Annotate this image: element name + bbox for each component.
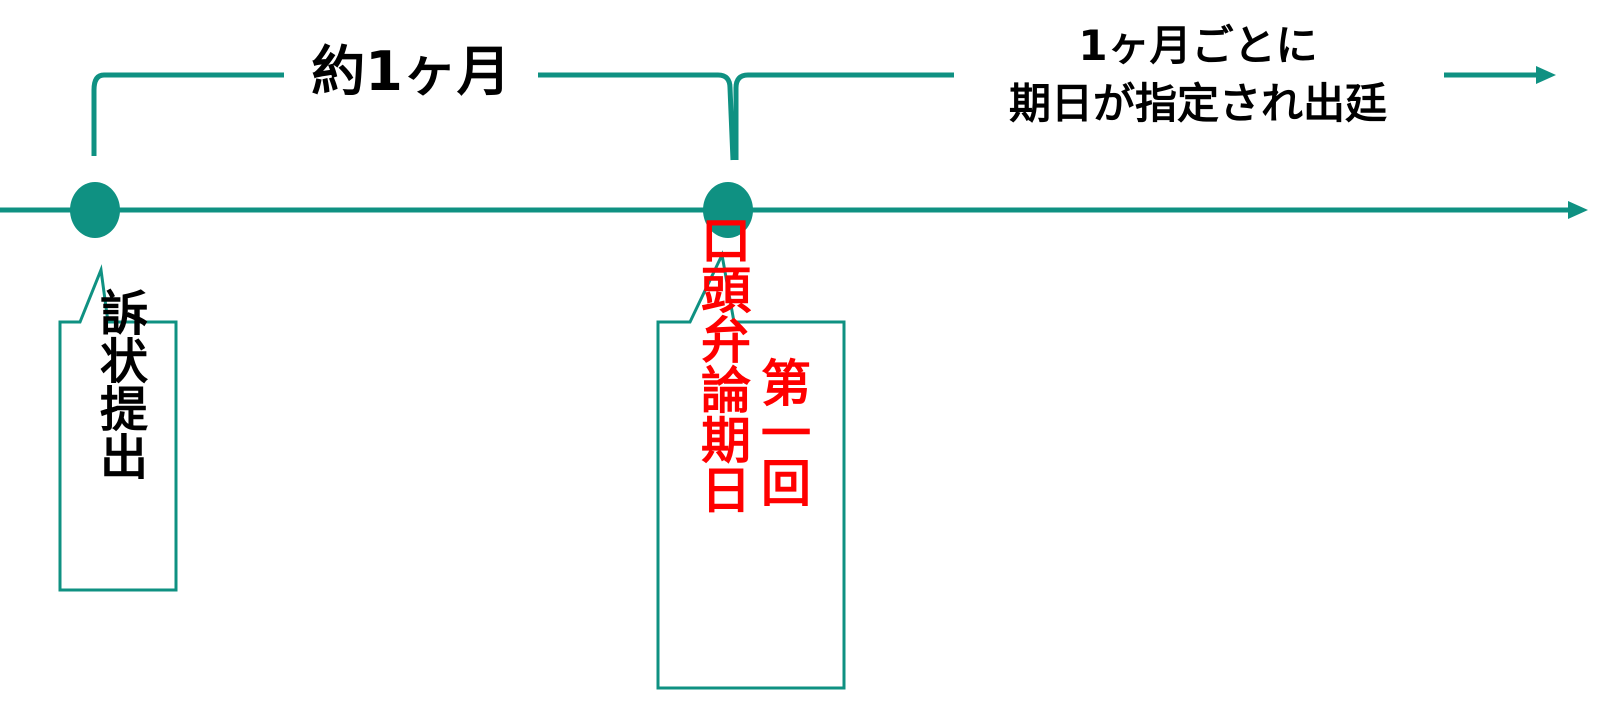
interval-repeat-line1: 1ヶ月ごとに: [1078, 21, 1317, 70]
repeat-interval-arrowhead: [1536, 66, 1556, 84]
callout-first-hearing-sub-label: 第一回: [753, 357, 811, 507]
event-dot-complaint: [70, 182, 120, 238]
callout-complaint-label: 訴状提出: [91, 288, 148, 480]
callout-complaint: [58, 264, 178, 592]
interval-first-label: 約1ヶ月: [311, 40, 511, 103]
event-dot-first-hearing: [703, 182, 753, 238]
bracket-first-interval: [91, 72, 954, 161]
timeline-arrowhead: [1568, 201, 1588, 219]
callout-first-hearing-main-label: 口頭弁論期日: [693, 214, 751, 514]
interval-repeat-line2: 期日が指定され出廷: [1009, 79, 1387, 128]
callout-first-hearing: [656, 250, 846, 690]
